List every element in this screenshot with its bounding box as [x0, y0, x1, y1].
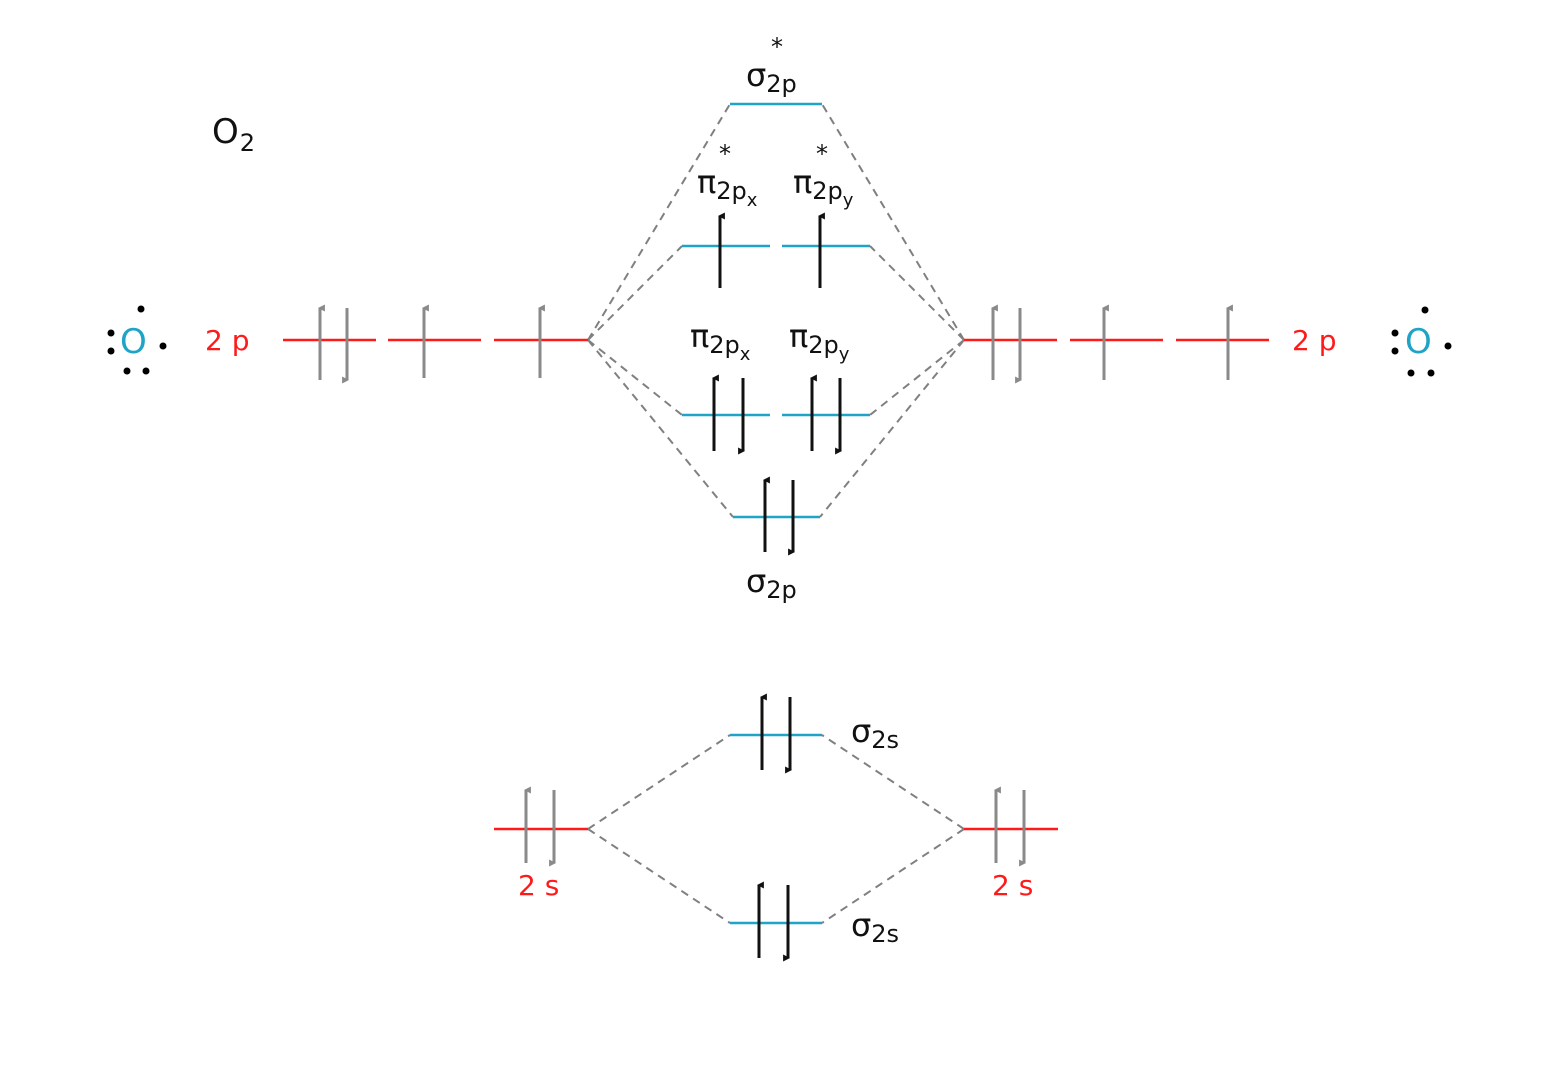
svg-text:σ2p: σ2p	[746, 56, 797, 98]
sigma-2s-label: σ2s	[851, 906, 899, 948]
svg-text:σ2s: σ2s	[851, 712, 899, 754]
molecular-electrons	[711, 212, 843, 962]
molecule-title: O2	[212, 112, 255, 157]
svg-text:*: *	[771, 33, 783, 61]
svg-text:σ2p: σ2p	[746, 562, 797, 604]
svg-text:π2py: π2py	[789, 317, 850, 365]
left-oxygen-atom: O	[107, 305, 167, 375]
svg-text:σ2s: σ2s	[851, 906, 899, 948]
sigma-2p-label: σ2p	[746, 562, 797, 604]
lone-pair-dots	[1391, 306, 1452, 377]
connector-lines	[587, 103, 965, 924]
svg-text:*: *	[719, 140, 731, 168]
right-2p-label: 2 p	[1292, 324, 1337, 357]
pi-2py-star-label: * π2py	[793, 140, 854, 211]
right-2s-label: 2 s	[992, 869, 1033, 902]
atom-symbol: O	[1405, 322, 1432, 362]
svg-text:π2py: π2py	[793, 163, 854, 211]
svg-text:π2px: π2px	[690, 317, 751, 365]
atom-symbol: O	[120, 322, 147, 362]
pi-2px-label: π2px	[690, 317, 751, 365]
pi-2px-star-label: * π2px	[697, 140, 758, 211]
sigma-2s-star-label: σ2s	[851, 712, 899, 754]
svg-text:*: *	[816, 140, 828, 168]
lone-pair-dots	[107, 305, 167, 375]
right-oxygen-atom: O	[1391, 306, 1452, 377]
left-2p-label: 2 p	[205, 324, 250, 357]
atomic-electrons	[317, 304, 1233, 867]
sigma-2p-star-label: * σ2p	[746, 33, 797, 98]
left-2s-label: 2 s	[518, 869, 559, 902]
svg-text:π2px: π2px	[697, 163, 758, 211]
pi-2py-label: π2py	[789, 317, 850, 365]
